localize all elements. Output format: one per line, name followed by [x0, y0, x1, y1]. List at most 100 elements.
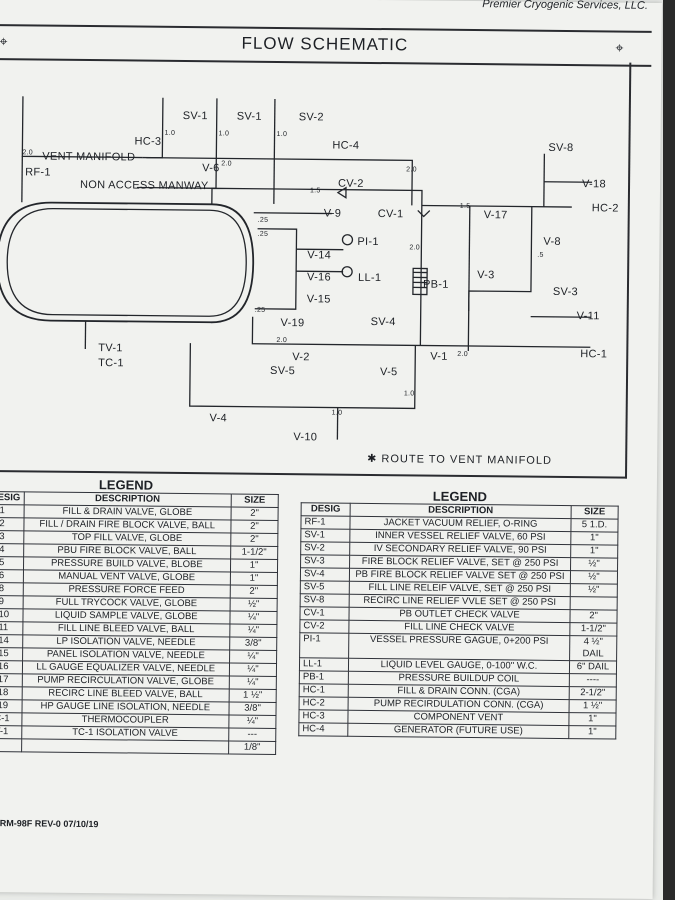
desig-cell: SV-4 [300, 567, 350, 582]
registration-mark-icon: ⌖ [615, 39, 624, 56]
size-cell: 1-1/2" [230, 546, 278, 560]
pipe-size-label: 1.0 [276, 130, 288, 139]
component-label: SV-8 [548, 141, 574, 155]
pipe-size-label: 1.0 [403, 390, 415, 398]
form-id: FORM-98F REV-0 07/10/19 [0, 817, 99, 830]
component-label: V-1 [430, 350, 448, 363]
size-cell: ¼" [229, 624, 277, 638]
page-title: FLOW SCHEMATIC [241, 33, 409, 55]
component-label: SV-1 [236, 110, 262, 123]
fill-drain-line [251, 316, 591, 348]
pump-recirc-line [421, 204, 572, 208]
pipe-size-label: 2.0 [409, 244, 421, 252]
size-cell: 3/8" [229, 637, 277, 651]
size-cell: 1" [570, 544, 618, 559]
component-label: HC-3 [134, 135, 162, 148]
pb-coil-symbol [412, 267, 428, 296]
desig-cell: SV-1 [300, 528, 350, 543]
desig-cell: HC-3 [298, 709, 349, 724]
pipe-size-label: 1.5 [309, 187, 321, 195]
size-cell: ¼" [229, 650, 277, 664]
col-header: DESIG [301, 502, 351, 517]
pipe-size-label: .5 [537, 251, 544, 259]
pipe-size-label: 1.0 [218, 130, 230, 138]
component-label: VENT MANIFOLD [42, 150, 136, 164]
desig-cell: V-9 [0, 595, 23, 609]
pb-return-line [189, 343, 417, 410]
component-label: HC-2 [591, 202, 619, 215]
component-label: TV-1 [98, 342, 123, 355]
desig-cell: V-17 [0, 673, 22, 687]
col-header: DESIG [0, 491, 24, 505]
size-cell: ¼" [229, 663, 277, 677]
size-cell: 1-1/2" [569, 622, 617, 637]
size-cell: 2" [230, 520, 279, 534]
component-label: RF-1 [25, 166, 51, 179]
inner-vessel [6, 207, 247, 317]
size-cell: 4 ½" DAIL [569, 635, 617, 662]
component-label: V-5 [380, 366, 398, 379]
desig-cell: LL-1 [299, 657, 349, 672]
size-cell: 1" [570, 531, 618, 546]
desig-cell: SV-8 [300, 593, 350, 608]
size-cell: 2" [231, 507, 279, 521]
desig-cell: V-6 [0, 569, 24, 583]
desig-cell: V-4 [0, 543, 24, 557]
schematic-sheet: Premier Cryogenic Services, LLC. ⌖ FLOW … [0, 0, 652, 830]
desig-cell: V-16 [0, 660, 23, 674]
pipe-size-label: 1.5 [459, 202, 471, 211]
size-cell: 1/8" [228, 740, 276, 755]
component-label: SV-4 [370, 315, 396, 329]
size-cell: 2-1/2" [569, 686, 617, 701]
frame-edge [663, 0, 675, 900]
size-cell: 1" [568, 725, 616, 740]
size-cell: 1" [230, 572, 278, 586]
pipe-size-label: 1.0 [331, 409, 343, 417]
size-cell: ---- [569, 673, 617, 688]
pipe-size-label: 2.0 [276, 336, 288, 345]
component-label: SV-3 [552, 285, 579, 299]
size-cell: ¼" [229, 676, 277, 690]
component-label: PI-1 [357, 235, 379, 249]
vent-line-sv2 [273, 98, 276, 204]
component-label: V-14 [307, 249, 332, 262]
desig-cell: V-11 [0, 621, 23, 635]
size-cell: 2" [569, 609, 618, 624]
desig-cell: CV-2 [299, 619, 349, 634]
component-label: V-9 [323, 207, 342, 220]
pipe-size-label: 2.0 [457, 350, 468, 358]
size-cell: 1" [230, 559, 278, 573]
desig-cell: V-14 [0, 634, 23, 648]
desig-cell: V-10 [0, 608, 23, 622]
desig-cell: V-1 [0, 504, 24, 518]
pressure-gauge-symbol [341, 234, 354, 246]
level-gauge-symbol [341, 266, 353, 278]
size-cell: ¼" [229, 611, 278, 625]
component-label: PB-1 [422, 278, 449, 291]
component-label: TC-1 [98, 357, 124, 370]
desig-cell: TC-1 [0, 712, 22, 726]
size-cell: 1 ½" [229, 689, 277, 703]
desig-cell: V-18 [0, 686, 22, 700]
route-note: ✱ ROUTE TO VENT MANIFOLD [367, 452, 553, 467]
description-cell: VESSEL PRESSURE GAGUE, 0+200 PSI [348, 633, 570, 661]
size-cell: --- [228, 727, 276, 742]
desig-cell [0, 738, 22, 752]
size-cell: 1 ½" [569, 699, 617, 714]
size-cell: ½" [570, 570, 618, 585]
table-row: 1/8" [0, 738, 276, 755]
company-name: Premier Cryogenic Services, LLC. [482, 0, 648, 12]
top-fill-line [211, 187, 423, 346]
registration-mark-icon: ⌖ [0, 33, 8, 50]
desig-cell: V-8 [0, 582, 23, 596]
fill-bleed-line [530, 315, 591, 318]
col-header: SIZE [231, 494, 279, 508]
component-label: V-17 [483, 209, 508, 222]
component-label: V-3 [477, 269, 495, 282]
component-label: LL-1 [358, 271, 382, 285]
pipe-size-label: 2.0 [221, 160, 232, 168]
size-cell: 2" [230, 533, 278, 547]
